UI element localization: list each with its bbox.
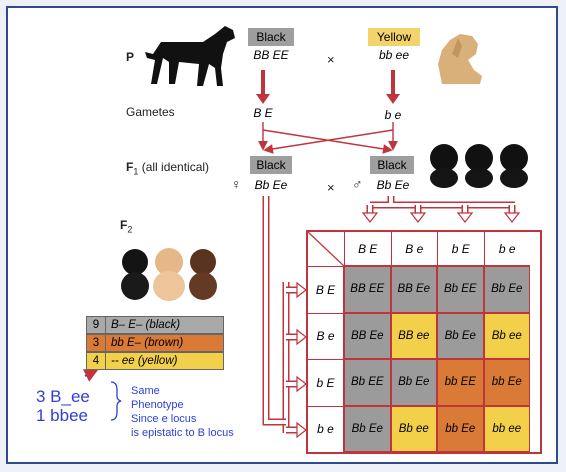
punnett-col-header: b E	[437, 232, 484, 266]
parent-right-phenotype: Yellow	[368, 28, 420, 46]
punnett-cell-black: Bb Ee	[390, 359, 437, 406]
punnett-cell-brown: bb Ee	[437, 405, 484, 452]
punnett-cell-yellow: BB ee	[390, 312, 437, 359]
annotation-note-same: Same	[131, 385, 160, 397]
punnett-cell-black: Bb Ee	[483, 266, 530, 313]
punnett-col-header: B E	[344, 232, 391, 266]
punnett-cell-black: BB EE	[344, 266, 391, 313]
punnett-row-header: b E	[308, 359, 344, 406]
p-generation-label: P	[126, 50, 135, 64]
annotation-1-bbee: 1 bbee	[36, 406, 88, 425]
punnett-cell-black: Bb Ee	[344, 405, 391, 452]
punnett-cell-brown: bb EE	[437, 359, 484, 406]
punnett-cell-yellow: bb ee	[483, 405, 530, 452]
annotation-brace	[110, 381, 122, 421]
parent-left-genotype: BB EE	[253, 48, 289, 62]
f1-male-phenotype: Black	[370, 156, 414, 174]
parent-left-phenotype: Black	[248, 28, 294, 46]
gametes-label: Gametes	[126, 105, 175, 119]
f2-puppies-image	[121, 248, 217, 301]
punnett-cell-black: Bb Ee	[437, 312, 484, 359]
gamete-left: B E	[253, 106, 273, 120]
punnett-cell-black: Bb EE	[344, 359, 391, 406]
ratio-row: 9 B– E– (black)	[86, 316, 224, 334]
punnett-cell-yellow: Bb ee	[483, 312, 530, 359]
black-puppies-image	[430, 144, 528, 188]
punnett-cell-brown: bb Ee	[483, 359, 530, 406]
annotation-note-phenotype: Phenotype	[131, 399, 184, 411]
punnett-cell-black: BB Ee	[390, 266, 437, 313]
row-distribution-arrows	[262, 196, 307, 439]
punnett-row-header: B E	[308, 266, 344, 313]
punnett-col-header: b e	[483, 232, 530, 266]
ratio-text: bb E– (brown)	[111, 337, 184, 349]
punnett-cell-yellow: Bb ee	[390, 405, 437, 452]
punnett-cell-black: BB Ee	[344, 312, 391, 359]
punnett-col-header: B e	[390, 232, 437, 266]
yellow-lab-puppy-image	[438, 34, 482, 84]
ratio-row: 3 bb E– (brown)	[86, 334, 224, 352]
f2-generation-label: F2	[120, 218, 133, 235]
male-symbol: ♂	[352, 176, 363, 192]
f1-generation-label: F1 (all identical)	[126, 160, 210, 177]
annotation-note-epistatic-1: Since e locus	[131, 413, 197, 425]
f1-female-phenotype: Black	[250, 156, 292, 174]
ratio-count: 3	[87, 335, 106, 351]
annotation-3-B_ee: 3 B_ee	[36, 387, 90, 406]
ratio-text: B– E– (black)	[111, 319, 181, 331]
cross-symbol-f1: ×	[327, 180, 335, 195]
punnett-row-header: b e	[308, 405, 344, 452]
annotation-note-epistatic-2: is epistatic to B locus	[131, 427, 234, 439]
ratio-count: 9	[87, 317, 106, 333]
punnett-cell-black: Bb EE	[437, 266, 484, 313]
ratio-text: -- ee (yellow)	[111, 355, 178, 367]
col-distribution-arrows	[361, 205, 521, 223]
punnett-row-header: B e	[308, 312, 344, 359]
ratio-row: 4 -- ee (yellow)	[86, 352, 224, 370]
f1-male-genotype: Bb Ee	[376, 178, 410, 192]
black-lab-image	[145, 26, 235, 86]
cross-symbol-p: ×	[327, 52, 335, 67]
gamete-right: b e	[384, 108, 402, 122]
punnett-corner-diagonal	[308, 232, 344, 266]
parent-right-genotype: bb ee	[378, 48, 410, 62]
f1-female-genotype: Bb Ee	[254, 178, 288, 192]
ratio-count: 4	[87, 353, 106, 369]
female-symbol: ♀	[231, 176, 242, 192]
